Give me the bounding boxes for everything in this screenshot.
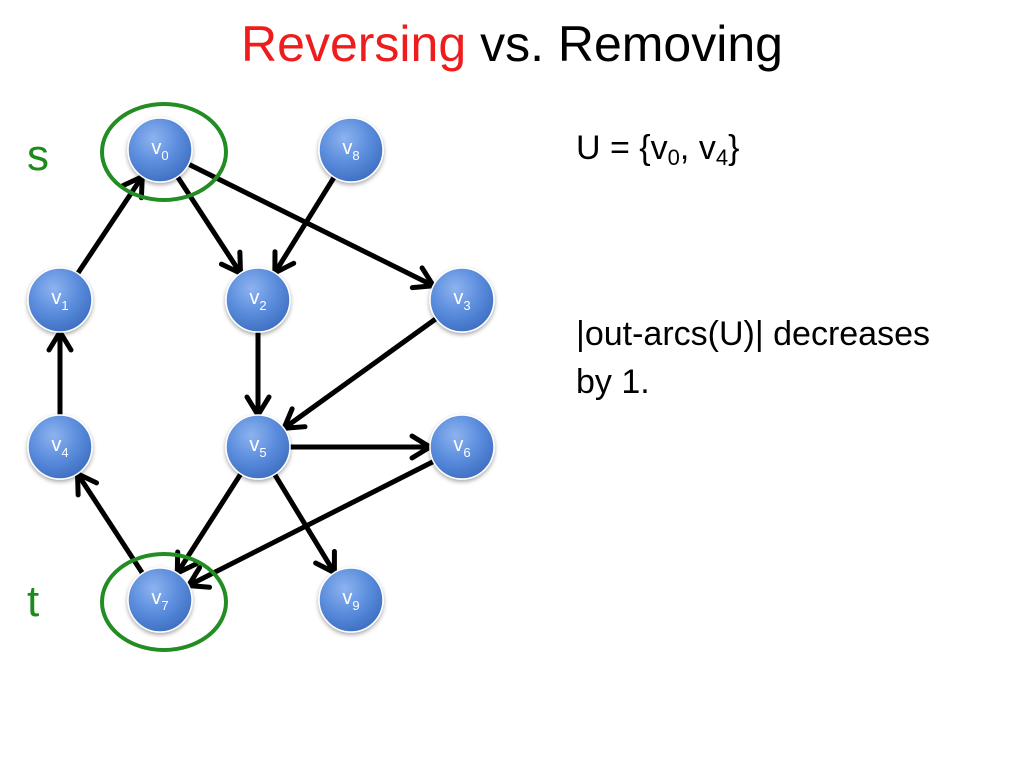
node-label-v3: v3 xyxy=(453,287,470,313)
node-label-v0: v0 xyxy=(151,137,168,163)
edge-v5-v9 xyxy=(272,471,337,577)
node-v3: v3 xyxy=(429,267,495,333)
set-suffix: } xyxy=(728,129,740,167)
node-v5: v5 xyxy=(225,414,291,480)
node-label-v6: v6 xyxy=(453,434,470,460)
node-v8: v8 xyxy=(318,117,384,183)
statement-line-1: |out-arcs(U)| decreases xyxy=(576,315,930,353)
sink-label: t xyxy=(27,577,40,626)
highlight-circle-v0 xyxy=(100,102,228,202)
edge-v1-v0 xyxy=(75,172,145,276)
set-prefix: U = {v xyxy=(576,129,668,167)
title-highlight: Reversing xyxy=(241,16,467,72)
edge-v2-v5 xyxy=(244,329,272,420)
edge-v4-v1 xyxy=(46,327,74,418)
node-v7: v7 xyxy=(127,567,193,633)
statement-line-2: by 1. xyxy=(576,363,650,401)
title-rest: vs. Removing xyxy=(480,16,783,72)
edge-v5-v6 xyxy=(287,433,435,461)
highlight-circle-v7 xyxy=(100,552,228,652)
edge-v8-v2 xyxy=(272,174,337,277)
node-label-v7: v7 xyxy=(151,587,168,613)
statement: |out-arcs(U)| decreases by 1. xyxy=(576,310,930,406)
edge-v6-v7 xyxy=(184,458,436,590)
edge-layer xyxy=(46,161,439,590)
node-label-v5: v5 xyxy=(249,434,266,460)
node-v9: v9 xyxy=(318,567,384,633)
node-label-v8: v8 xyxy=(342,137,359,163)
edge-v0-v3 xyxy=(186,161,438,291)
edge-v3-v5 xyxy=(280,316,439,432)
node-label-v9: v9 xyxy=(342,587,359,613)
node-v1: v1 xyxy=(27,267,93,333)
node-layer: v0 v8 v1 v2 v3 v4 v5 v6 v7 v9 xyxy=(27,117,495,633)
set-sub-a: 0 xyxy=(667,145,680,170)
node-v0: v0 xyxy=(127,117,193,183)
edge-v0-v2 xyxy=(175,174,244,278)
highlight-layer xyxy=(100,102,228,652)
slide-title: Reversing vs. Removing xyxy=(0,12,1024,76)
node-v2: v2 xyxy=(225,267,291,333)
node-label-v2: v2 xyxy=(249,287,266,313)
set-middle: , v xyxy=(679,129,716,167)
node-label-v4: v4 xyxy=(51,434,68,460)
node-label-v1: v1 xyxy=(51,287,68,313)
node-v4: v4 xyxy=(27,414,93,480)
source-label: s xyxy=(27,131,49,180)
set-definition: U = {v0, v4} xyxy=(576,124,739,172)
node-v6: v6 xyxy=(429,414,495,480)
set-sub-b: 4 xyxy=(715,145,729,170)
